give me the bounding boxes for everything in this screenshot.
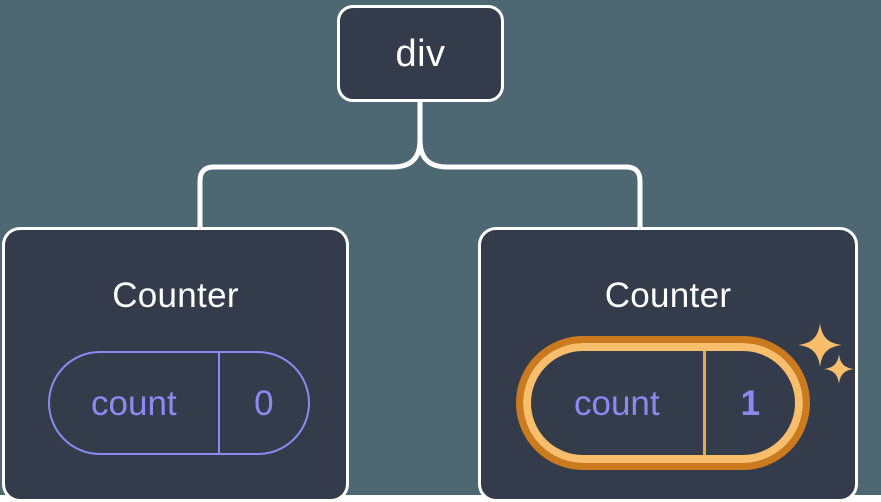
- node-div-label: div: [395, 32, 446, 75]
- counter-left-title: Counter: [112, 276, 239, 315]
- state-pill-divider-right: [702, 351, 706, 455]
- state-key-left: count: [91, 383, 177, 423]
- node-counter-left[interactable]: Counter count 0: [2, 227, 349, 502]
- state-pill-count-right[interactable]: count 1: [516, 336, 810, 470]
- counter-right-title: Counter: [604, 276, 732, 315]
- state-pill-divider-left: [217, 353, 220, 453]
- state-pill-count-left[interactable]: count 0: [48, 351, 310, 455]
- node-counter-right[interactable]: Counter count 1: [478, 227, 858, 502]
- node-div[interactable]: div: [337, 5, 504, 102]
- state-value-left: 0: [254, 383, 274, 423]
- state-value-right: 1: [740, 383, 761, 423]
- state-key-right: count: [573, 383, 660, 423]
